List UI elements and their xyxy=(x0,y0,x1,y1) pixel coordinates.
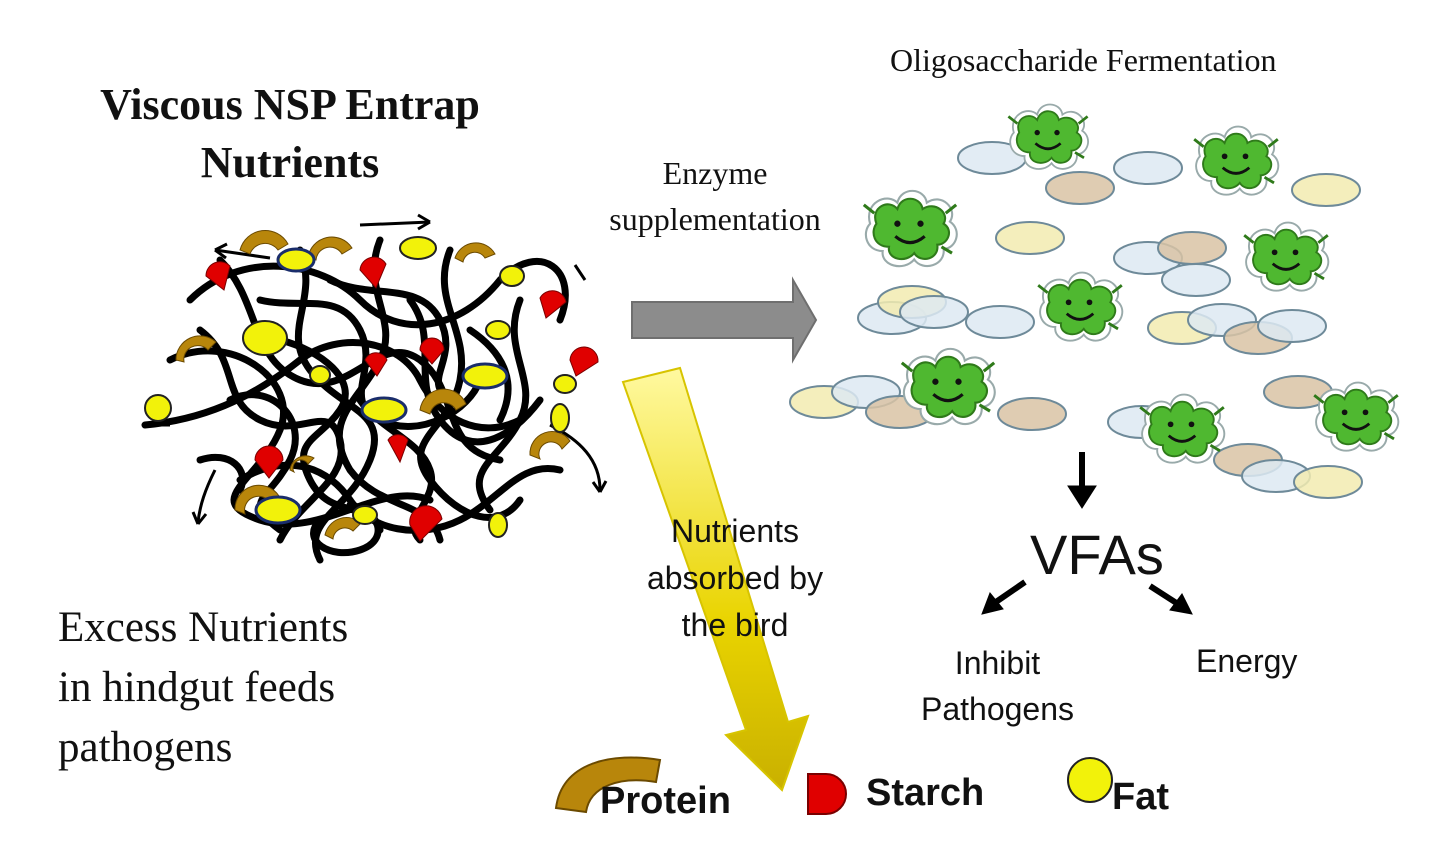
excess-nutrients-text: Excess Nutrients in hindgut feeds pathog… xyxy=(58,598,348,778)
legend-fat-label: Fat xyxy=(1112,776,1169,818)
energy-label: Energy xyxy=(1196,643,1298,679)
absorbed-line-2: absorbed by xyxy=(646,560,824,596)
starch-icon xyxy=(807,773,847,815)
protein-icon xyxy=(554,756,662,814)
enzyme-label: Enzyme supplementation xyxy=(580,150,850,242)
trapped-nutrients xyxy=(144,229,599,542)
legend-protein-label: Protein xyxy=(600,780,731,822)
absorb-arrow xyxy=(621,366,810,792)
inhibit-line-1: Inhibit xyxy=(954,645,1041,681)
absorbed-label: Nutrients absorbed by the bird xyxy=(610,508,860,649)
title-line-1: Viscous NSP Entrap xyxy=(100,80,480,129)
fat-icon xyxy=(1067,757,1113,803)
excess-line-3: pathogens xyxy=(58,724,233,771)
fermentation-label: Oligosaccharide Fermentation xyxy=(890,42,1277,78)
diagram-title: Viscous NSP Entrap Nutrients xyxy=(40,76,540,192)
inhibit-pathogens-label: Inhibit Pathogens xyxy=(890,640,1105,732)
enzyme-arrow xyxy=(631,276,818,364)
enzyme-line-2: supplementation xyxy=(609,201,821,237)
vfa-arrows xyxy=(981,452,1193,615)
excess-line-1: Excess Nutrients xyxy=(58,604,349,651)
title-line-2: Nutrients xyxy=(200,138,380,187)
nsp-fiber-tangle xyxy=(141,213,608,564)
excess-line-2: in hindgut feeds xyxy=(58,664,336,711)
inhibit-line-2: Pathogens xyxy=(920,691,1074,727)
absorbed-line-3: the bird xyxy=(681,607,789,643)
fermentation-cluster xyxy=(789,103,1400,499)
absorbed-line-1: Nutrients xyxy=(670,513,800,549)
enzyme-line-1: Enzyme xyxy=(662,155,768,191)
legend-icons xyxy=(554,756,1113,815)
vfas-label: VFAs xyxy=(1030,523,1164,586)
legend-starch-label: Starch xyxy=(866,772,985,814)
